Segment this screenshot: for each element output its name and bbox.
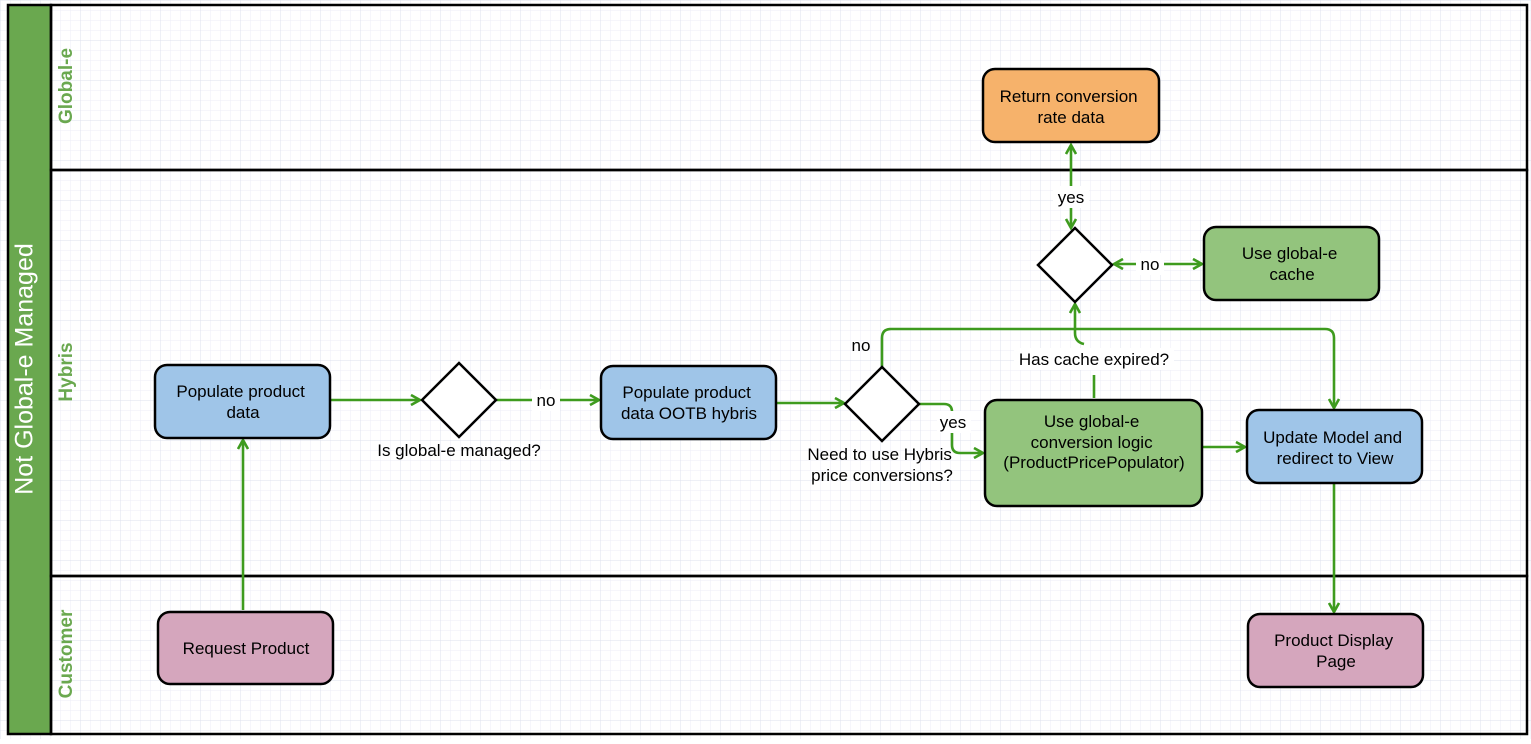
node-product-display-page-label: Product Display Page — [1274, 631, 1398, 671]
edges — [243, 145, 1334, 612]
lane-label-hybris: Hybris — [56, 342, 77, 401]
node-request-product: Request Product — [156, 610, 335, 686]
edge-label-hybris-yes: yes — [940, 413, 966, 432]
decision-is-global-e-managed: Is global-e managed? — [377, 361, 541, 460]
lane-customer: Customer — [49, 574, 1529, 736]
decision-has-cache-expired-label: Has cache expired? — [1019, 350, 1169, 369]
node-populate-ootb-label: Populate product data OOTB hybris — [621, 383, 757, 423]
edge-label-managed-no: no — [537, 391, 556, 410]
node-use-conversion-logic-label: Use global-e conversion logic (ProductPr… — [1003, 412, 1184, 472]
node-update-model: Update Model and redirect to View — [1245, 408, 1424, 485]
node-request-product-label: Request Product — [183, 639, 310, 658]
edge-hybris-no-to-update — [880, 327, 1334, 408]
node-update-model-label: Update Model and redirect to View — [1263, 428, 1407, 468]
node-use-conversion-logic: Use global-e conversion logic (ProductPr… — [983, 398, 1204, 508]
edge-label-hybris-no: no — [852, 336, 871, 355]
node-use-global-e-cache-label: Use global-e cache — [1242, 244, 1342, 284]
node-populate-product-data-label: Populate product data — [176, 382, 309, 422]
node-return-conversion-rate-label: Return conversion rate data — [1000, 87, 1143, 127]
node-populate-ootb: Populate product data OOTB hybris — [599, 364, 778, 441]
decision-is-global-e-managed-label: Is global-e managed? — [377, 441, 541, 460]
node-return-conversion-rate: Return conversion rate data — [981, 67, 1161, 144]
lane-label-global-e: Global-e — [56, 48, 77, 124]
pool-label: Not Global-e Managed — [11, 243, 39, 495]
edge-label-cache-yes: yes — [1058, 188, 1084, 207]
lane-label-customer: Customer — [56, 609, 77, 698]
decision-need-hybris-conversions: Need to use Hybris price conversions? — [807, 365, 956, 485]
edge-labels: no no yes yes no — [532, 186, 1164, 433]
decision-has-cache-expired: Has cache expired? — [1014, 226, 1174, 370]
node-product-display-page: Product Display Page — [1246, 612, 1425, 689]
edge-conversion-to-cache-decision — [1075, 304, 1096, 398]
node-populate-product-data: Populate product data — [153, 363, 332, 440]
edge-label-cache-no: no — [1141, 255, 1160, 274]
pool-header — [6, 3, 53, 736]
node-use-global-e-cache: Use global-e cache — [1202, 225, 1381, 302]
decision-need-hybris-conversions-label: Need to use Hybris price conversions? — [807, 445, 956, 485]
